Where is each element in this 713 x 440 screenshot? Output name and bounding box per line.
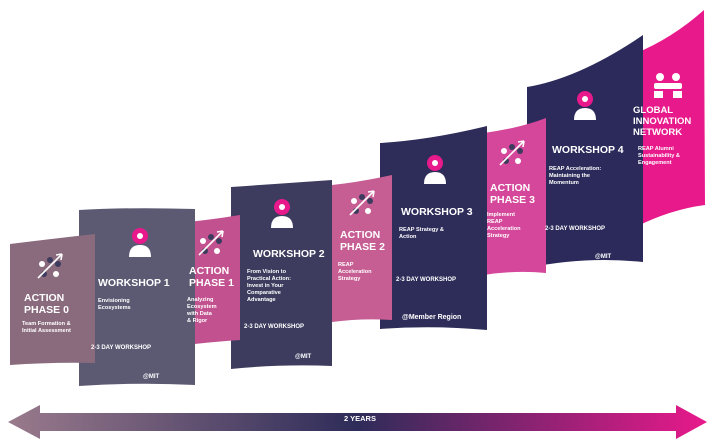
- workshop4-desc-line3: Momentum: [549, 180, 579, 186]
- workshop3-desc-line1: REAP Strategy &: [399, 227, 444, 233]
- global-title-line1: GLOBAL: [633, 105, 674, 116]
- phase2-desc-line2: Acceleration: [338, 269, 372, 275]
- panel-workshop-3: [380, 126, 487, 330]
- workshop4-desc-line2: Maintaining the: [549, 173, 591, 179]
- workshop2-desc-line2: Practical Action:: [247, 276, 291, 282]
- phase1-title-line1: ACTION: [189, 265, 230, 277]
- panel-action-phase-2: [332, 175, 392, 322]
- workshop1-venue: @MIT: [143, 374, 160, 380]
- workshop3-desc: REAP Strategy & Action: [399, 227, 444, 241]
- workshop2-duration: 2-3 DAY WORKSHOP: [244, 324, 305, 330]
- phase3-title-line1: ACTION: [490, 182, 531, 194]
- workshop1-desc-line1: Envisioning: [98, 298, 130, 304]
- workshop2-venue: @MIT: [295, 354, 312, 360]
- phase3-desc-line3: Acceleration: [487, 226, 521, 232]
- global-desc: REAP Alumni Sustainability & Engagement: [638, 146, 680, 167]
- workshop4-desc: REAP Acceleration: Maintaining the Momen…: [549, 166, 601, 187]
- phase0-title: ACTION PHASE 0: [24, 292, 69, 316]
- workshop2-desc-line5: Advantage: [247, 297, 276, 303]
- phase2-desc-line3: Strategy: [338, 276, 361, 282]
- workshop2-title: WORKSHOP 2: [253, 248, 325, 260]
- workshop1-desc: Envisioning Ecosystems: [98, 298, 131, 312]
- phase2-desc-line1: REAP: [338, 262, 354, 268]
- phase3-desc: Implement REAP Acceleration Strategy: [487, 212, 521, 240]
- person-gear-icon: [424, 155, 446, 184]
- workshop3-venue: @Member Region: [402, 314, 462, 321]
- global-desc-line1: REAP Alumni: [638, 146, 674, 152]
- phase1-desc-line4: & Rigor: [187, 318, 208, 324]
- phase2-title-line1: ACTION: [340, 229, 381, 241]
- phase0-title-line1: ACTION: [24, 292, 65, 304]
- workshop2-desc-line1: From Vision to: [247, 269, 287, 275]
- timeline-label: 2 YEARS: [344, 414, 376, 423]
- phase0-desc: Team Formation & Initial Assessment: [22, 321, 71, 335]
- phase0-desc-line2: Initial Assessment: [22, 328, 71, 334]
- panel-workshop-1: [79, 208, 195, 386]
- team-arrow-icon: [37, 253, 63, 279]
- phase1-desc-line3: with Data: [187, 311, 212, 317]
- workshop3-desc-line2: Action: [399, 234, 417, 240]
- team-arrow-icon: [198, 230, 224, 256]
- workshop4-duration: 2-3 DAY WORKSHOP: [545, 226, 606, 232]
- workshop3-title: WORKSHOP 3: [401, 206, 473, 218]
- phase1-desc-line2: Ecosystem: [187, 304, 217, 310]
- phase2-title-line2: PHASE 2: [340, 241, 385, 253]
- workshop4-title: WORKSHOP 4: [552, 144, 624, 156]
- workshop1-duration: 2-3 DAY WORKSHOP: [91, 345, 152, 351]
- phase3-title: ACTION PHASE 3: [490, 182, 535, 206]
- panel-global-innovation-network: [626, 10, 705, 232]
- person-gear-icon: [574, 91, 596, 120]
- phase1-desc-line1: Analyzing: [187, 297, 214, 303]
- global-desc-line3: Engagement: [638, 160, 672, 166]
- person-gear-icon: [271, 199, 293, 228]
- global-title-line2: INNOVATION: [633, 116, 692, 127]
- phase3-desc-line2: REAP: [487, 219, 503, 225]
- phase1-title: ACTION PHASE 1: [189, 265, 234, 289]
- global-title-line3: NETWORK: [633, 127, 683, 138]
- workshop2-desc-line4: Comparative: [247, 290, 281, 296]
- workshop1-desc-line2: Ecosystems: [98, 305, 131, 311]
- timeline-arrow: [8, 405, 707, 439]
- panel-action-phase-0: [10, 234, 95, 365]
- panel-action-phase-3: [484, 118, 546, 275]
- phase2-desc: REAP Acceleration Strategy: [338, 262, 372, 283]
- workshop4-desc-line1: REAP Acceleration:: [549, 166, 602, 172]
- global-title: GLOBAL INNOVATION NETWORK: [633, 105, 691, 138]
- team-arrow-icon: [499, 140, 525, 166]
- workshop3-duration: 2-3 DAY WORKSHOP: [396, 277, 457, 283]
- workshop2-desc-line3: Invest in Your: [247, 283, 284, 289]
- team-arrow-icon: [349, 190, 375, 216]
- phase0-title-line2: PHASE 0: [24, 304, 69, 316]
- panel-workshop-4: [527, 35, 643, 268]
- phase2-title: ACTION PHASE 2: [340, 229, 385, 253]
- person-gear-icon: [129, 228, 151, 257]
- panel-workshop-2: [231, 180, 332, 369]
- phase0-desc-line1: Team Formation &: [22, 321, 71, 327]
- phase1-title-line2: PHASE 1: [189, 277, 234, 289]
- global-desc-line2: Sustainability &: [638, 153, 680, 159]
- phase1-desc: Analyzing Ecosystem with Data & Rigor: [187, 297, 217, 325]
- workshop1-title: WORKSHOP 1: [98, 277, 170, 289]
- phase3-title-line2: PHASE 3: [490, 194, 535, 206]
- workshop4-venue: @MIT: [595, 254, 612, 260]
- workshop2-desc: From Vision to Practical Action: Invest …: [247, 269, 291, 304]
- phase3-desc-line1: Implement: [487, 212, 515, 218]
- phase3-desc-line4: Strategy: [487, 233, 510, 239]
- handshake-icon: [654, 73, 682, 98]
